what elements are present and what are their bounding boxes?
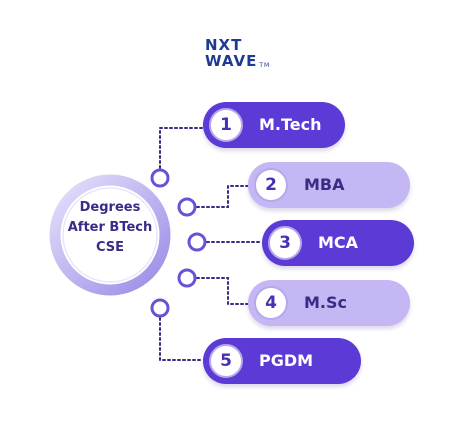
hub-line-1: Degrees (79, 200, 141, 215)
connector-node-icon-2 (177, 197, 197, 217)
logo-text-wave: WAVE (205, 52, 258, 70)
hub-title: Degrees After BTech CSE (60, 198, 160, 258)
degree-number-badge: 4 (254, 286, 288, 320)
hub-line-2: After BTech (67, 220, 153, 235)
degree-number-badge: 5 (209, 344, 243, 378)
hub-ring-icon (49, 174, 171, 296)
logo-text-top: NXT (205, 36, 243, 54)
degree-number-badge: 1 (209, 108, 243, 142)
degree-pill-mba: 2 MBA (248, 162, 410, 208)
degree-pill-pgdm: 5 PGDM (203, 338, 361, 384)
connector-line-4 (186, 277, 249, 305)
connector-node-icon-4 (177, 268, 197, 288)
degree-number-badge: 2 (254, 168, 288, 202)
connector-line-1 (159, 127, 204, 179)
connector-lines (159, 127, 263, 361)
connector-nodes (150, 168, 207, 318)
degree-label: MBA (304, 175, 345, 194)
degree-label: M.Tech (259, 115, 322, 134)
logo-trademark: TM (259, 62, 271, 69)
degree-label: PGDM (259, 351, 314, 370)
connector-node-icon-3 (187, 232, 207, 252)
degree-pill-mca: 3 MCA (262, 220, 414, 266)
degree-label: M.Sc (304, 293, 348, 312)
connector-node-icon-5 (150, 298, 170, 318)
degree-pill-mtech: 1 M.Tech (203, 102, 345, 148)
connector-line-2 (186, 185, 249, 208)
degree-pill-msc: 4 M.Sc (248, 280, 410, 326)
degree-label: MCA (318, 233, 359, 252)
connector-line-5 (159, 307, 204, 361)
connector-node-icon-1 (150, 168, 170, 188)
degree-number-badge: 3 (268, 226, 302, 260)
hub-line-3: CSE (95, 240, 125, 255)
